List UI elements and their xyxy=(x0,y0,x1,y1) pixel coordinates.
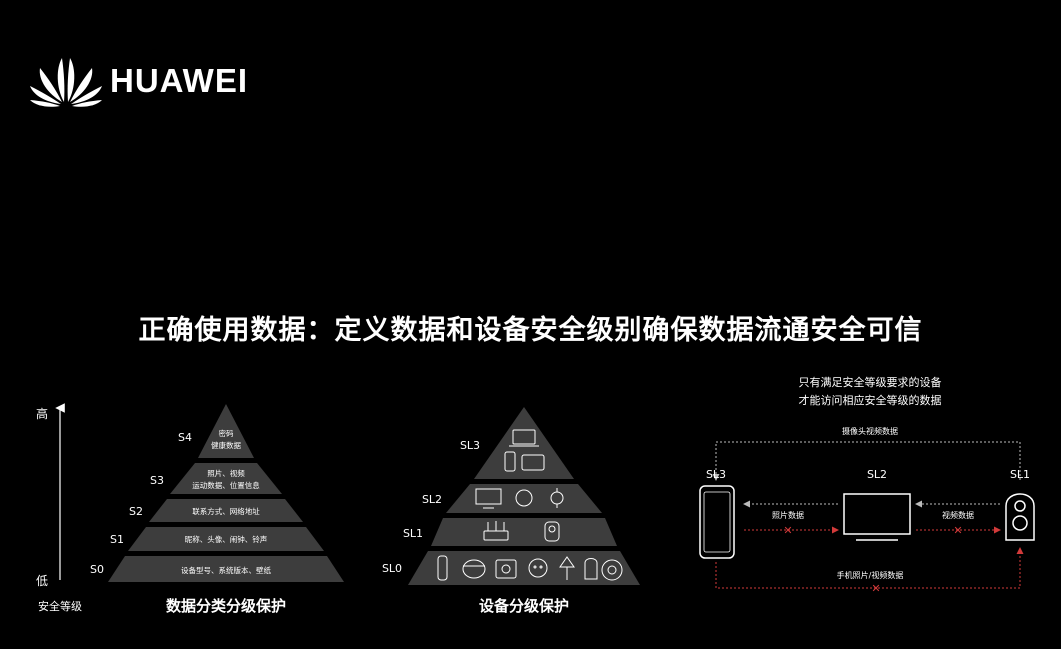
router-icon xyxy=(483,521,509,541)
flow-camera-video-path xyxy=(712,441,1021,481)
tier-sl2 xyxy=(446,484,602,513)
camera-icon xyxy=(544,521,560,542)
brand-name: HUAWEI xyxy=(110,62,248,99)
tier-sl0 xyxy=(408,551,640,585)
tier-s2 xyxy=(149,499,303,522)
axis-title: 安全等级 xyxy=(38,599,82,613)
data-flow-diagram: 只有满足安全等级要求的设备 才能访问相应安全等级的数据 摄像头视频数据 SL3 … xyxy=(699,375,1035,595)
level-label-sl3: SL3 xyxy=(460,439,480,452)
tier-s1-line1: 昵称、头像、闹钟、铃声 xyxy=(185,534,268,544)
smartwatch-icon xyxy=(550,488,564,508)
tier-sl1 xyxy=(431,518,617,546)
axis-low-label: 低 xyxy=(36,574,48,588)
blocked-x-icon: ✕ xyxy=(953,524,962,537)
tier-s4-line1: 密码 xyxy=(219,428,234,438)
level-label-s0: S0 xyxy=(90,563,104,576)
level-label-s2: S2 xyxy=(129,505,143,518)
huawei-petal-logo-icon xyxy=(30,58,102,107)
tier-s3-line1: 照片、视频 xyxy=(207,468,245,478)
tier-s1 xyxy=(128,527,324,551)
tier-s0-line1: 设备型号、系统版本、壁纸 xyxy=(181,565,271,575)
security-camera-icon xyxy=(1005,493,1035,541)
phone-icon xyxy=(699,485,735,559)
tablet-icon xyxy=(521,454,545,471)
flow-note-line1: 只有满足安全等级要求的设备 xyxy=(799,375,942,389)
flow-video-label: 视频数据 xyxy=(942,510,974,520)
blocked-x-icon: ✕ xyxy=(783,524,792,537)
tier-s3-line2: 运动数据、位置信息 xyxy=(192,480,260,490)
level-label-sl0: SL0 xyxy=(382,562,402,575)
page-title: 正确使用数据：定义数据和设备安全级别确保数据流通安全可信 xyxy=(138,315,923,346)
blocked-x-icon: ✕ xyxy=(871,582,880,595)
router-icon xyxy=(495,559,517,579)
flow-photo-label: 照片数据 xyxy=(772,510,804,520)
huawei-logo: HUAWEI xyxy=(26,50,286,114)
monitor-icon xyxy=(843,493,911,541)
robot-vacuum-icon xyxy=(601,559,623,581)
data-classification-pyramid: 高 低 安全等级 S4 S3 S2 S1 S0 密码 健康数据 照片、视频 运动… xyxy=(36,403,344,615)
flow-phone-media-label: 手机照片/视频数据 xyxy=(837,570,904,580)
flow-note-line2: 才能访问相应安全等级的数据 xyxy=(799,393,942,407)
rice-cooker-icon xyxy=(462,559,486,579)
tv-icon xyxy=(475,488,502,509)
tier-sl3 xyxy=(474,407,574,479)
device-label-sl3: SL3 xyxy=(706,468,726,481)
tier-s0 xyxy=(108,556,344,582)
tier-s2-line1: 联系方式、网络地址 xyxy=(192,506,260,516)
tier-s4 xyxy=(198,404,254,458)
axis-high-label: 高 xyxy=(36,406,48,421)
level-label-s1: S1 xyxy=(110,533,124,546)
level-label-sl2: SL2 xyxy=(422,493,442,506)
flow-camera-video-label: 摄像头视频数据 xyxy=(842,426,898,436)
device-pyramid-caption: 设备分级保护 xyxy=(479,597,569,615)
level-label-s4: S4 xyxy=(178,431,192,444)
device-label-sl2: SL2 xyxy=(867,468,887,481)
flow-phone-media-blocked xyxy=(715,547,1024,589)
smart-plug-icon xyxy=(528,558,548,578)
device-label-sl1: SL1 xyxy=(1010,468,1030,481)
band-icon xyxy=(437,555,448,581)
tier-s3 xyxy=(170,463,282,494)
lamp-icon xyxy=(559,556,575,580)
humidifier-icon xyxy=(584,558,598,580)
phone-icon xyxy=(504,451,516,472)
laptop-icon xyxy=(509,429,539,447)
data-pyramid-caption: 数据分类分级保护 xyxy=(166,597,286,615)
smart-speaker-icon xyxy=(515,489,533,507)
level-label-sl1: SL1 xyxy=(403,527,423,540)
tier-s4-line2: 健康数据 xyxy=(211,440,241,450)
level-label-s3: S3 xyxy=(150,474,164,487)
device-classification-pyramid: SL3 SL2 SL1 SL0 xyxy=(382,407,640,615)
